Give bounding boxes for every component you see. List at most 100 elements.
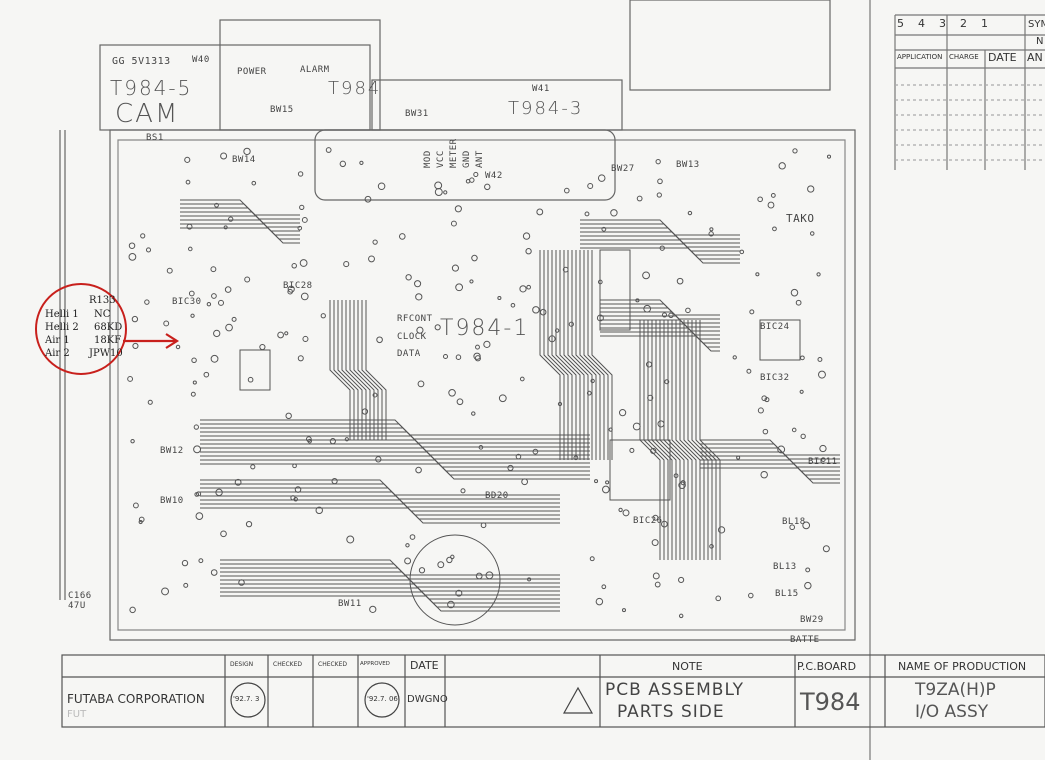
pcb-pad — [244, 276, 251, 283]
component-label: BL13 — [773, 562, 797, 572]
pcb-pad — [405, 543, 410, 548]
pcb-pad — [234, 478, 242, 486]
pcb-pad — [224, 286, 232, 293]
pcb-pad — [818, 370, 826, 379]
pcb-pad — [474, 355, 481, 362]
pcb-trace — [333, 300, 355, 440]
pcb-pad — [800, 355, 805, 361]
pcb-pad — [161, 587, 169, 596]
pcb-pad — [515, 453, 522, 460]
subboard-label: T984 — [328, 78, 382, 99]
pcb-pad — [602, 485, 610, 494]
pcb-pad — [305, 436, 312, 443]
pcb-pad — [247, 376, 254, 383]
pcb-pad — [525, 248, 532, 255]
pcb-pad — [608, 427, 613, 432]
pcb-pad — [231, 316, 237, 322]
component-label: BL15 — [775, 589, 799, 599]
pcb-pad — [368, 255, 375, 263]
header-design: DESIGN — [230, 661, 254, 668]
pcb-pad — [632, 422, 641, 431]
pcb-pad — [678, 481, 686, 489]
revision-no-header: N — [1036, 36, 1044, 47]
pcb-pad — [442, 353, 449, 360]
pcb-pad — [460, 488, 466, 494]
note-line-2: PARTS SIDE — [617, 702, 725, 722]
pcb-pad — [791, 427, 797, 433]
pcb-pad — [163, 320, 170, 327]
pcb-pad — [325, 147, 332, 153]
pcb-pad — [527, 577, 532, 582]
annotation-row-value: 18KF — [94, 335, 122, 346]
pcb-pad — [478, 445, 484, 450]
pcb-pad — [198, 558, 204, 564]
pcb-pad — [220, 530, 227, 538]
pcb-pad — [455, 354, 462, 360]
pcb-pad — [297, 355, 304, 362]
pcb-pad — [709, 544, 714, 549]
connector-label: BS1 — [146, 133, 164, 143]
pcb-pad — [795, 299, 802, 306]
pcb-pad — [770, 193, 776, 198]
pcb-pad — [416, 326, 424, 334]
pcb-trace — [341, 300, 363, 440]
approved-stamp-date: '92.7. 06 — [367, 695, 398, 703]
pcb-trace — [365, 300, 387, 440]
pcb-pad — [584, 211, 590, 217]
pcb-pad — [668, 312, 674, 318]
pcb-pad — [475, 572, 483, 580]
pcb-pad — [655, 158, 661, 165]
pcb-trace — [583, 250, 605, 460]
annotation-row-label: Air 2 — [45, 348, 70, 359]
pcb-pad — [405, 274, 412, 281]
pcb-pad — [654, 581, 661, 588]
pcb-trace — [675, 320, 697, 560]
pcb-pad — [507, 464, 514, 472]
pcb-pad — [597, 174, 606, 182]
pcb-pad — [297, 225, 303, 231]
connector-label: METER — [449, 138, 459, 168]
pcb-pad — [526, 284, 531, 290]
pc-board-value: T984 — [800, 688, 861, 716]
pcb-pad — [822, 545, 830, 553]
pcb-pad — [652, 514, 659, 521]
pcb-pad — [821, 457, 826, 462]
pcb-pad — [166, 267, 173, 274]
pcb-pad — [497, 295, 502, 301]
pcb-pad — [657, 178, 663, 185]
pcb-pad — [661, 312, 668, 318]
pcb-trace — [555, 250, 577, 460]
pcb-pad — [287, 285, 295, 293]
pcb-pad — [195, 512, 204, 520]
connector-label: CLOCK — [397, 332, 427, 342]
pcb-pad — [799, 389, 804, 394]
pcb-pad — [715, 595, 722, 602]
rotary-switch-footprint — [409, 534, 501, 626]
pcb-pad — [128, 242, 136, 249]
pcb-trace — [691, 320, 713, 560]
pcb-pad — [656, 192, 662, 198]
pcb-pad — [548, 335, 556, 343]
pcb-pad — [251, 180, 257, 186]
component-label: BIC28 — [283, 281, 313, 291]
pcb-pad — [762, 428, 769, 435]
revision-col-an: AN — [1027, 51, 1043, 64]
pcb-pad — [299, 204, 305, 211]
pcb-pad — [448, 389, 456, 397]
pcb-pad — [601, 584, 607, 590]
pcb-pad — [409, 534, 416, 540]
pcb-trace — [587, 250, 609, 460]
pcb-pad — [339, 160, 347, 168]
pcb-pad — [736, 455, 741, 460]
header-checked-2: CHECKED — [318, 661, 348, 668]
component-label: BIC24 — [760, 322, 790, 332]
revision-table-grid — [869, 0, 1045, 760]
connector-label: ALARM — [300, 65, 330, 75]
pcb-pad — [287, 288, 293, 295]
pcb-pad — [563, 187, 570, 194]
pcb-pad — [519, 285, 527, 293]
header-checked: CHECKED — [273, 661, 303, 668]
pcb-pad — [138, 520, 143, 525]
connector-label: MOD — [423, 150, 433, 168]
